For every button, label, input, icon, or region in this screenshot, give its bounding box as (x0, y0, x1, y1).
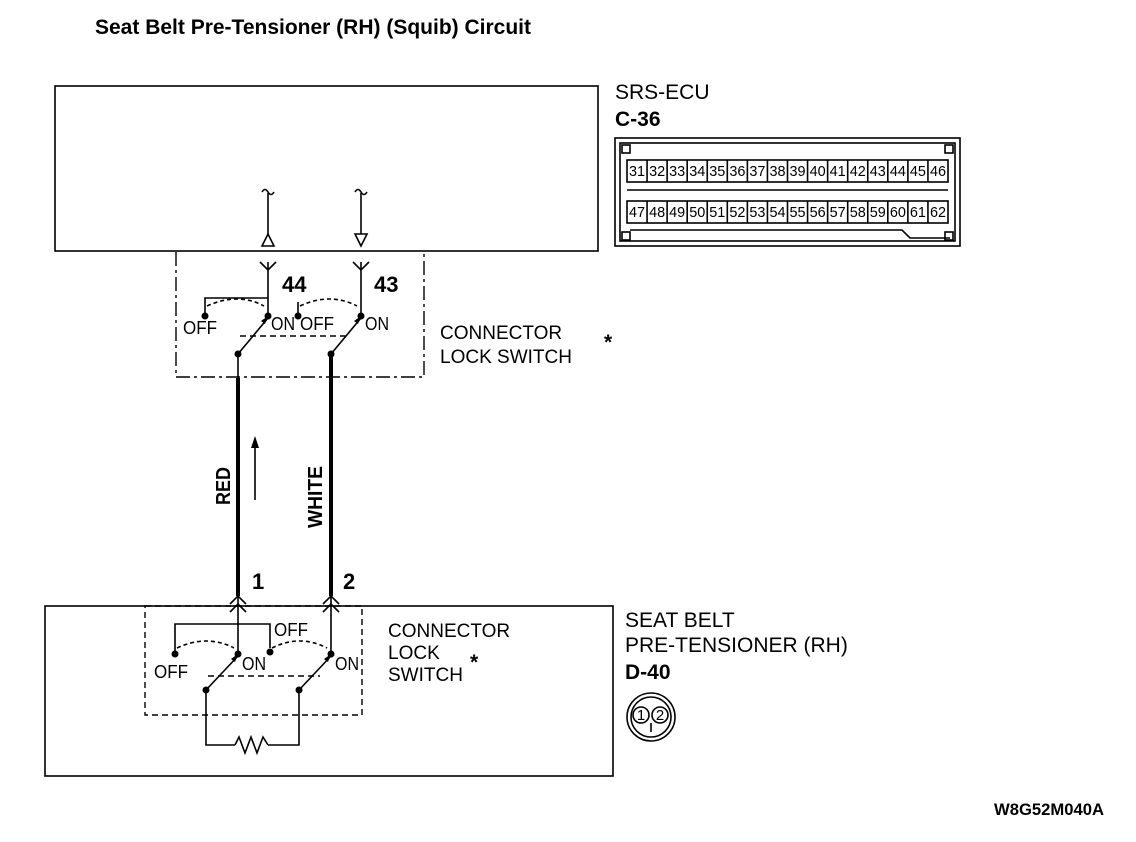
c36-pin-58: 58 (850, 204, 866, 221)
pretensioner-name-line1: SEAT BELT (625, 609, 735, 632)
c36-pin-56: 56 (810, 204, 826, 221)
srs-ecu-label: SRS-ECU (615, 81, 710, 104)
figure-code: W8G52M040A (994, 800, 1104, 819)
srs-ecu-box (54, 85, 599, 252)
lower-lock-switch-label-line3: SWITCH (388, 665, 463, 686)
c36-pin-35: 35 (709, 163, 725, 180)
c36-pin-46: 46 (930, 163, 946, 180)
c36-pin-43: 43 (870, 163, 886, 180)
pin-44-label: 44 (282, 272, 307, 297)
upper-connector-lock-switch-left (201, 297, 272, 378)
lower-asterisk: * (470, 651, 479, 674)
c36-pin-33: 33 (669, 163, 685, 180)
c36-pin-53: 53 (749, 204, 765, 221)
current-flow-arrow (251, 436, 259, 500)
srs-ecu-connector-id: C-36 (615, 108, 661, 131)
c36-pin-42: 42 (850, 163, 866, 180)
c36-pin-54: 54 (769, 204, 785, 221)
lower-left-on-label: ON (242, 654, 266, 674)
c36-pin-36: 36 (729, 163, 745, 180)
c36-pin-49: 49 (669, 204, 685, 221)
white-wire-label: WHITE (305, 466, 327, 528)
upper-lock-switch-label-line1: CONNECTOR (440, 323, 562, 344)
c36-pin-45: 45 (910, 163, 926, 180)
c36-pin-62: 62 (930, 204, 946, 221)
c36-pin-32: 32 (649, 163, 665, 180)
lower-right-on-label: ON (335, 654, 359, 674)
lower-switch-enclosure (144, 605, 363, 716)
pretensioner-connector-id: D-40 (625, 661, 671, 684)
ecu-terminal-left (260, 188, 276, 247)
c36-pin-50: 50 (689, 204, 705, 221)
pin-2-label: 2 (343, 569, 355, 594)
c36-pin-61: 61 (910, 204, 926, 221)
c36-pin-47: 47 (629, 204, 645, 221)
pretensioner-name-line2: PRE-TENSIONER (RH) (625, 634, 848, 657)
d40-pin-1: 1 (637, 707, 645, 724)
red-wire-label: RED (213, 467, 235, 505)
c36-pin-48: 48 (649, 204, 665, 221)
c36-pin-59: 59 (870, 204, 886, 221)
lower-lock-switch-label-line1: CONNECTOR (388, 621, 510, 642)
d40-connector-face: 1 2 (626, 692, 676, 742)
upper-lock-switch-label-line2: LOCK SWITCH (440, 347, 572, 368)
pin-1-label: 1 (252, 569, 264, 594)
upper-switch-enclosure (175, 252, 425, 378)
diagram-title: Seat Belt Pre-Tensioner (RH) (Squib) Cir… (95, 16, 531, 39)
pin-43-label: 43 (374, 272, 398, 297)
c36-pin-38: 38 (769, 163, 785, 180)
ecu-terminal-right (353, 188, 369, 248)
pretensioner-box (44, 605, 614, 777)
upper-left-on-label: ON (271, 314, 295, 334)
upper-left-off-label: OFF (183, 318, 217, 338)
c36-pin-44: 44 (890, 163, 906, 180)
upper-connector-lock-switch-right (240, 298, 365, 358)
upper-right-off-label: OFF (300, 314, 334, 334)
squib-resistor (205, 690, 300, 756)
c36-pin-57: 57 (830, 204, 846, 221)
c36-pin-40: 40 (810, 163, 826, 180)
c36-pin-51: 51 (709, 204, 725, 221)
lower-connector-lock-switch-right (208, 640, 335, 694)
upper-right-on-label: ON (365, 314, 389, 334)
d40-pin-2: 2 (656, 707, 664, 724)
c36-pin-41: 41 (830, 163, 846, 180)
c36-pin-52: 52 (729, 204, 745, 221)
c36-pin-60: 60 (890, 204, 906, 221)
c36-pin-55: 55 (790, 204, 806, 221)
c36-pin-34: 34 (689, 163, 705, 180)
c36-pin-39: 39 (790, 163, 806, 180)
lower-lock-switch-label-line2: LOCK (388, 643, 440, 664)
c36-pin-37: 37 (749, 163, 765, 180)
upper-asterisk: * (604, 331, 613, 354)
c36-pin-31: 31 (629, 163, 645, 180)
lower-left-off-label: OFF (154, 662, 188, 682)
lower-top-off-label: OFF (274, 620, 308, 640)
